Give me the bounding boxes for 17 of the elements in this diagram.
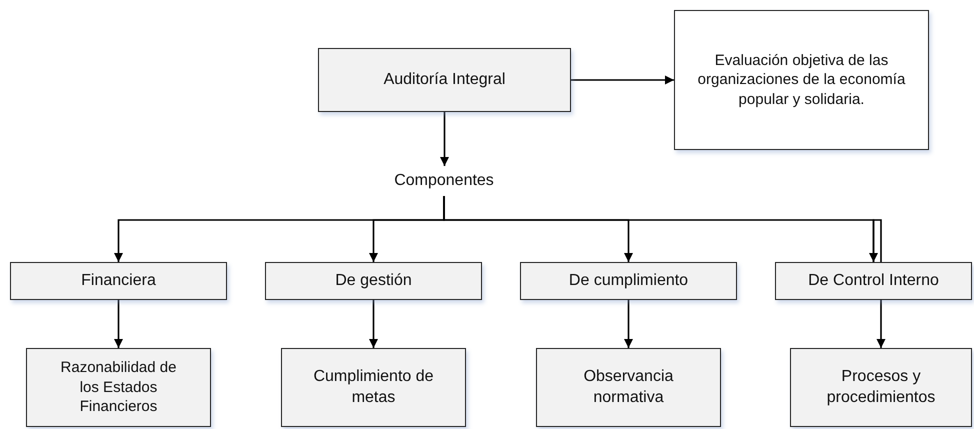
arrow [369,300,378,348]
process-box: Auditoría Integral [318,48,571,112]
category-box: De gestión [265,262,482,300]
arrow [440,112,449,166]
category-box: De cumplimiento [520,262,737,300]
group-label: Componentes [394,170,494,191]
result-box: Razonabilidad de los Estados Financieros [26,348,211,427]
arrow [624,300,633,348]
category-box: De Control Interno [775,262,972,300]
arrow [571,76,674,84]
description-box: Evaluación objetiva de las organizaciones de la economía popular y solidaria. [674,10,929,150]
arrow [114,300,123,348]
result-box: Cumplimiento de metas [281,348,466,427]
result-box: Procesos y procedimientos [790,348,972,427]
result-box: Observancia normativa [536,348,721,427]
category-box: Financiera [10,262,227,300]
arrow [443,196,878,262]
